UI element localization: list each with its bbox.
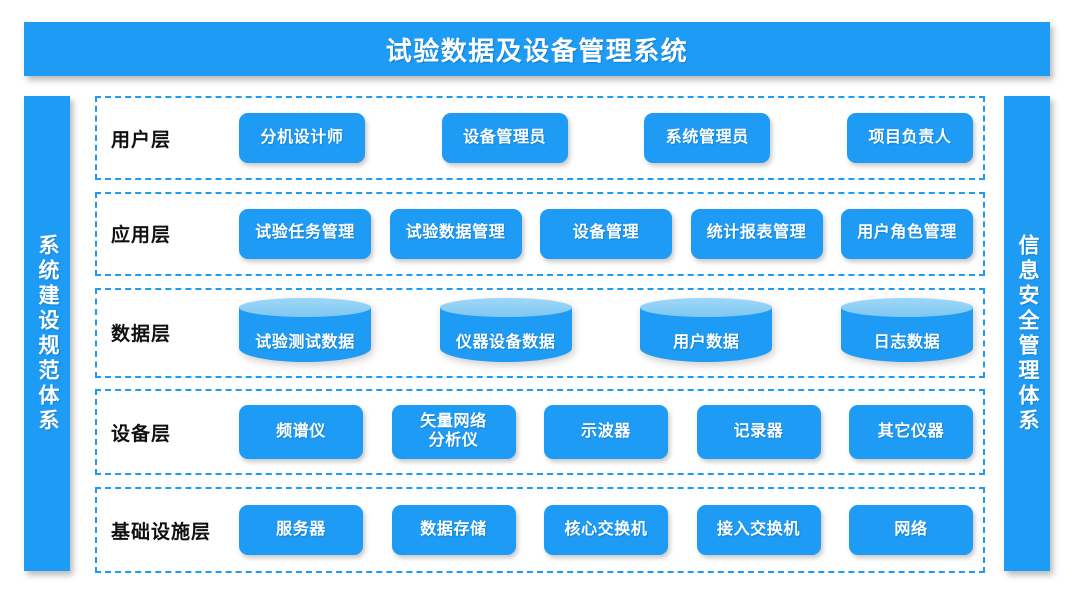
layer-label-device: 设备层 [111, 423, 172, 445]
layer-label-user: 用户层 [111, 129, 172, 151]
right-sidebar-label: 信息安全管理体系 [1016, 233, 1040, 434]
data-store-cylinder[interactable]: 日志数据 [840, 297, 973, 368]
node-strip-infrastructure: 服务器数据存储核心交换机接入交换机网络 [239, 489, 973, 571]
node-strip-user: 分机设计师 设备管理员 系统管理员 项目负责人 [239, 98, 973, 178]
node-user[interactable]: 设备管理员 [441, 113, 568, 163]
layer-label-infrastructure: 基础设施层 [111, 521, 212, 543]
node-user[interactable]: 系统管理员 [644, 113, 771, 163]
node-strip-application: 试验任务管理试验数据管理设备管理统计报表管理用户角色管理 [239, 194, 973, 274]
layer-row-device: 设备层 频谱仪矢量网络 分析仪示波器记录器其它仪器 [95, 389, 985, 476]
node-infrastructure[interactable]: 核心交换机 [544, 505, 668, 555]
node-device[interactable]: 记录器 [696, 405, 821, 460]
node-infrastructure[interactable]: 数据存储 [391, 505, 516, 555]
layer-row-infrastructure: 基础设施层 服务器数据存储核心交换机接入交换机网络 [95, 487, 985, 573]
node-strip-data: 试验测试数据 仪器设备数据 用户数据 日志数据 [239, 290, 973, 376]
node-application[interactable]: 设备管理 [540, 208, 672, 259]
data-store-cylinder[interactable]: 用户数据 [640, 297, 773, 368]
layer-stack: 用户层分机设计师设备管理员系统管理员项目负责人应用层试验任务管理试验数据管理设备… [95, 96, 985, 573]
left-sidebar-system-standards: 系统建设规范体系 [24, 96, 70, 571]
node-device[interactable]: 频谱仪 [239, 405, 363, 460]
node-infrastructure[interactable]: 接入交换机 [696, 505, 821, 555]
cylinder-top-icon [239, 297, 371, 317]
node-user[interactable]: 项目负责人 [846, 113, 973, 163]
node-application[interactable]: 试验任务管理 [239, 208, 371, 259]
page-title: 试验数据及设备管理系统 [385, 35, 689, 66]
left-sidebar-label: 系统建设规范体系 [36, 233, 60, 434]
node-infrastructure[interactable]: 服务器 [239, 505, 363, 555]
cylinder-top-icon [640, 297, 773, 317]
cylinder-label: 仪器设备数据 [455, 333, 556, 351]
cylinder-label: 试验测试数据 [255, 333, 355, 351]
cylinder-top-icon [840, 297, 973, 317]
data-store-cylinder[interactable]: 试验测试数据 [239, 297, 371, 368]
layer-label-data: 数据层 [111, 324, 172, 345]
right-sidebar-information-security: 信息安全管理体系 [1004, 96, 1050, 571]
node-application[interactable]: 用户角色管理 [841, 208, 973, 259]
node-application[interactable]: 试验数据管理 [389, 208, 522, 259]
layer-row-data: 数据层 试验测试数据 仪器设备数据 用户数据 日志数据 [95, 287, 985, 378]
cylinder-label: 日志数据 [873, 333, 941, 351]
layer-row-user: 用户层 分机设计师 设备管理员 系统管理员 项目负责人 [95, 96, 985, 180]
node-strip-device: 频谱仪矢量网络 分析仪示波器记录器其它仪器 [239, 391, 973, 473]
cylinder-top-icon [439, 297, 572, 317]
data-store-cylinder[interactable]: 仪器设备数据 [439, 297, 572, 368]
layer-row-application: 应用层 试验任务管理试验数据管理设备管理统计报表管理用户角色管理 [95, 191, 985, 276]
node-user[interactable]: 分机设计师 [239, 113, 365, 163]
cylinder-label: 用户数据 [673, 333, 740, 351]
diagram-title-bar: 试验数据及设备管理系统 [24, 22, 1050, 76]
node-device[interactable]: 矢量网络 分析仪 [391, 405, 516, 460]
layer-label-application: 应用层 [111, 225, 172, 247]
node-device[interactable]: 其它仪器 [849, 405, 973, 460]
node-infrastructure[interactable]: 网络 [849, 505, 973, 555]
node-application[interactable]: 统计报表管理 [690, 208, 823, 259]
node-device[interactable]: 示波器 [544, 405, 668, 460]
